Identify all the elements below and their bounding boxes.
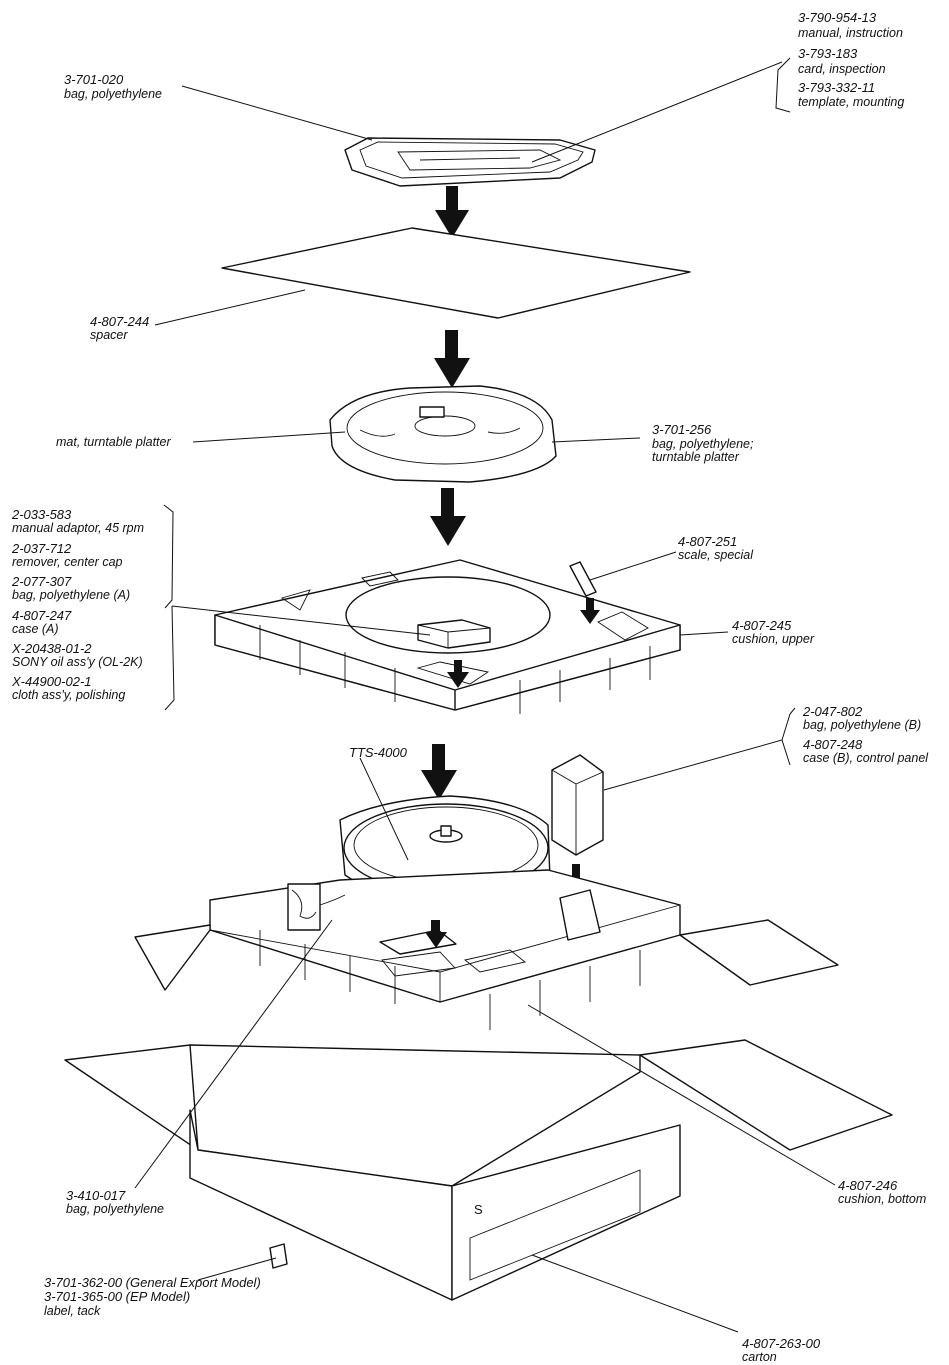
- part-description: spacer: [90, 328, 128, 342]
- part-number: 3-701-362-00 (General Export Model): [44, 1275, 261, 1290]
- carton-mark: S: [474, 1202, 483, 1217]
- callout-case-b: 4-807-248 case (B), control panel: [803, 737, 929, 765]
- part-description: bag, polyethylene: [64, 87, 162, 101]
- part-description: remover, center cap: [12, 555, 123, 569]
- callout-bag-b: 2-047-802 bag, polyethylene (B): [802, 704, 921, 732]
- part-number: 2-047-802: [802, 704, 863, 719]
- callout-cushion-upper: 4-807-245 cushion, upper: [732, 618, 815, 646]
- case-b-box: [551, 754, 604, 856]
- part-description: turntable platter: [652, 450, 740, 464]
- leader-lines: [134, 57, 836, 1333]
- callout-bag-cord: 3-410-017 bag, polyethylene: [66, 1188, 164, 1216]
- part-number: 3-790-954-13: [798, 10, 877, 25]
- callout-scale: 4-807-251 scale, special: [678, 534, 754, 562]
- part-description: bag, polyethylene;: [652, 437, 754, 451]
- part-number: 3-701-365-00 (EP Model): [44, 1289, 190, 1304]
- part-number: 4-807-246: [838, 1178, 898, 1193]
- part-number: 3-701-020: [64, 72, 124, 87]
- part-description: cushion, upper: [732, 632, 815, 646]
- part-number: 3-793-183: [798, 46, 858, 61]
- part-description: cloth ass'y, polishing: [12, 688, 125, 702]
- platter-mat-bag: [329, 385, 557, 483]
- down-arrow-icon: [425, 920, 447, 948]
- callout-oil: X-20438-01-2 SONY oil ass'y (OL-2K): [11, 641, 143, 669]
- part-number: 4-807-247: [12, 608, 72, 623]
- part-number: 4-807-248: [803, 737, 863, 752]
- down-arrow-icon: [430, 488, 466, 546]
- callout-remover: 2-037-712 remover, center cap: [11, 541, 123, 569]
- callout-case-a: 4-807-247 case (A): [12, 608, 72, 636]
- part-number: 4-807-244: [90, 314, 149, 329]
- part-description: case (A): [12, 622, 59, 636]
- down-arrow-icon: [580, 598, 600, 624]
- part-number: 2-033-583: [11, 507, 72, 522]
- part-number: X-44900-02-1: [11, 674, 92, 689]
- part-number: 2-077-307: [11, 574, 72, 589]
- callout-label: 3-701-362-00 (General Export Model) 3-70…: [44, 1275, 261, 1318]
- callout-bag-platter: 3-701-256 bag, polyethylene; turntable p…: [652, 422, 754, 464]
- part-description: manual, instruction: [798, 26, 903, 40]
- part-description: bag, polyethylene (A): [12, 588, 130, 602]
- callout-cushion-bottom: 4-807-246 cushion, bottom: [838, 1178, 926, 1206]
- part-number: 3-410-017: [66, 1188, 126, 1203]
- down-arrow-icon: [434, 330, 470, 388]
- model-name: TTS-4000: [349, 745, 408, 760]
- part-description: SONY oil ass'y (OL-2K): [12, 655, 143, 669]
- part-description: mat, turntable platter: [56, 435, 171, 449]
- tack-label: [269, 1243, 288, 1269]
- callout-bag-a: 2-077-307 bag, polyethylene (A): [11, 574, 130, 602]
- part-description: card, inspection: [798, 62, 886, 76]
- callout-model: TTS-4000: [349, 745, 408, 760]
- down-arrow-icon: [421, 744, 457, 800]
- part-description: manual adaptor, 45 rpm: [12, 521, 144, 535]
- part-number: 3-701-256: [652, 422, 712, 437]
- part-number: X-20438-01-2: [11, 641, 92, 656]
- carton-box: [64, 919, 893, 1301]
- spacer-sheet: [221, 227, 691, 319]
- callout-carton: 4-807-263-00 carton: [742, 1336, 821, 1364]
- callout-template: 3-793-332-11 template, mounting: [798, 80, 904, 109]
- part-number: 4-807-251: [678, 534, 737, 549]
- callout-manual: 3-790-954-13 manual, instruction: [798, 10, 903, 40]
- part-description: bag, polyethylene: [66, 1202, 164, 1216]
- upper-cushion: [214, 559, 681, 714]
- down-arrow-icon: [447, 660, 469, 688]
- bag-top-illustration: [344, 137, 596, 187]
- callout-spacer: 4-807-244 spacer: [90, 314, 149, 342]
- callout-card: 3-793-183 card, inspection: [798, 46, 886, 76]
- callout-bag-top: 3-701-020 bag, polyethylene: [64, 72, 162, 101]
- callout-adaptor: 2-033-583 manual adaptor, 45 rpm: [11, 507, 144, 535]
- part-number: 2-037-712: [11, 541, 72, 556]
- part-number: 4-807-245: [732, 618, 792, 633]
- callout-mat: mat, turntable platter: [56, 435, 171, 449]
- part-description: carton: [742, 1350, 777, 1364]
- part-description: template, mounting: [798, 95, 904, 109]
- part-description: cushion, bottom: [838, 1192, 926, 1206]
- part-description: bag, polyethylene (B): [803, 718, 921, 732]
- part-number: 4-807-263-00: [742, 1336, 821, 1351]
- part-description: scale, special: [678, 548, 754, 562]
- part-number: 3-793-332-11: [798, 80, 875, 95]
- part-description: case (B), control panel: [803, 751, 929, 765]
- down-arrow-icon: [435, 186, 469, 238]
- part-description: label, tack: [44, 1304, 101, 1318]
- bottom-cushion: [209, 869, 681, 1030]
- callout-cloth: X-44900-02-1 cloth ass'y, polishing: [11, 674, 125, 702]
